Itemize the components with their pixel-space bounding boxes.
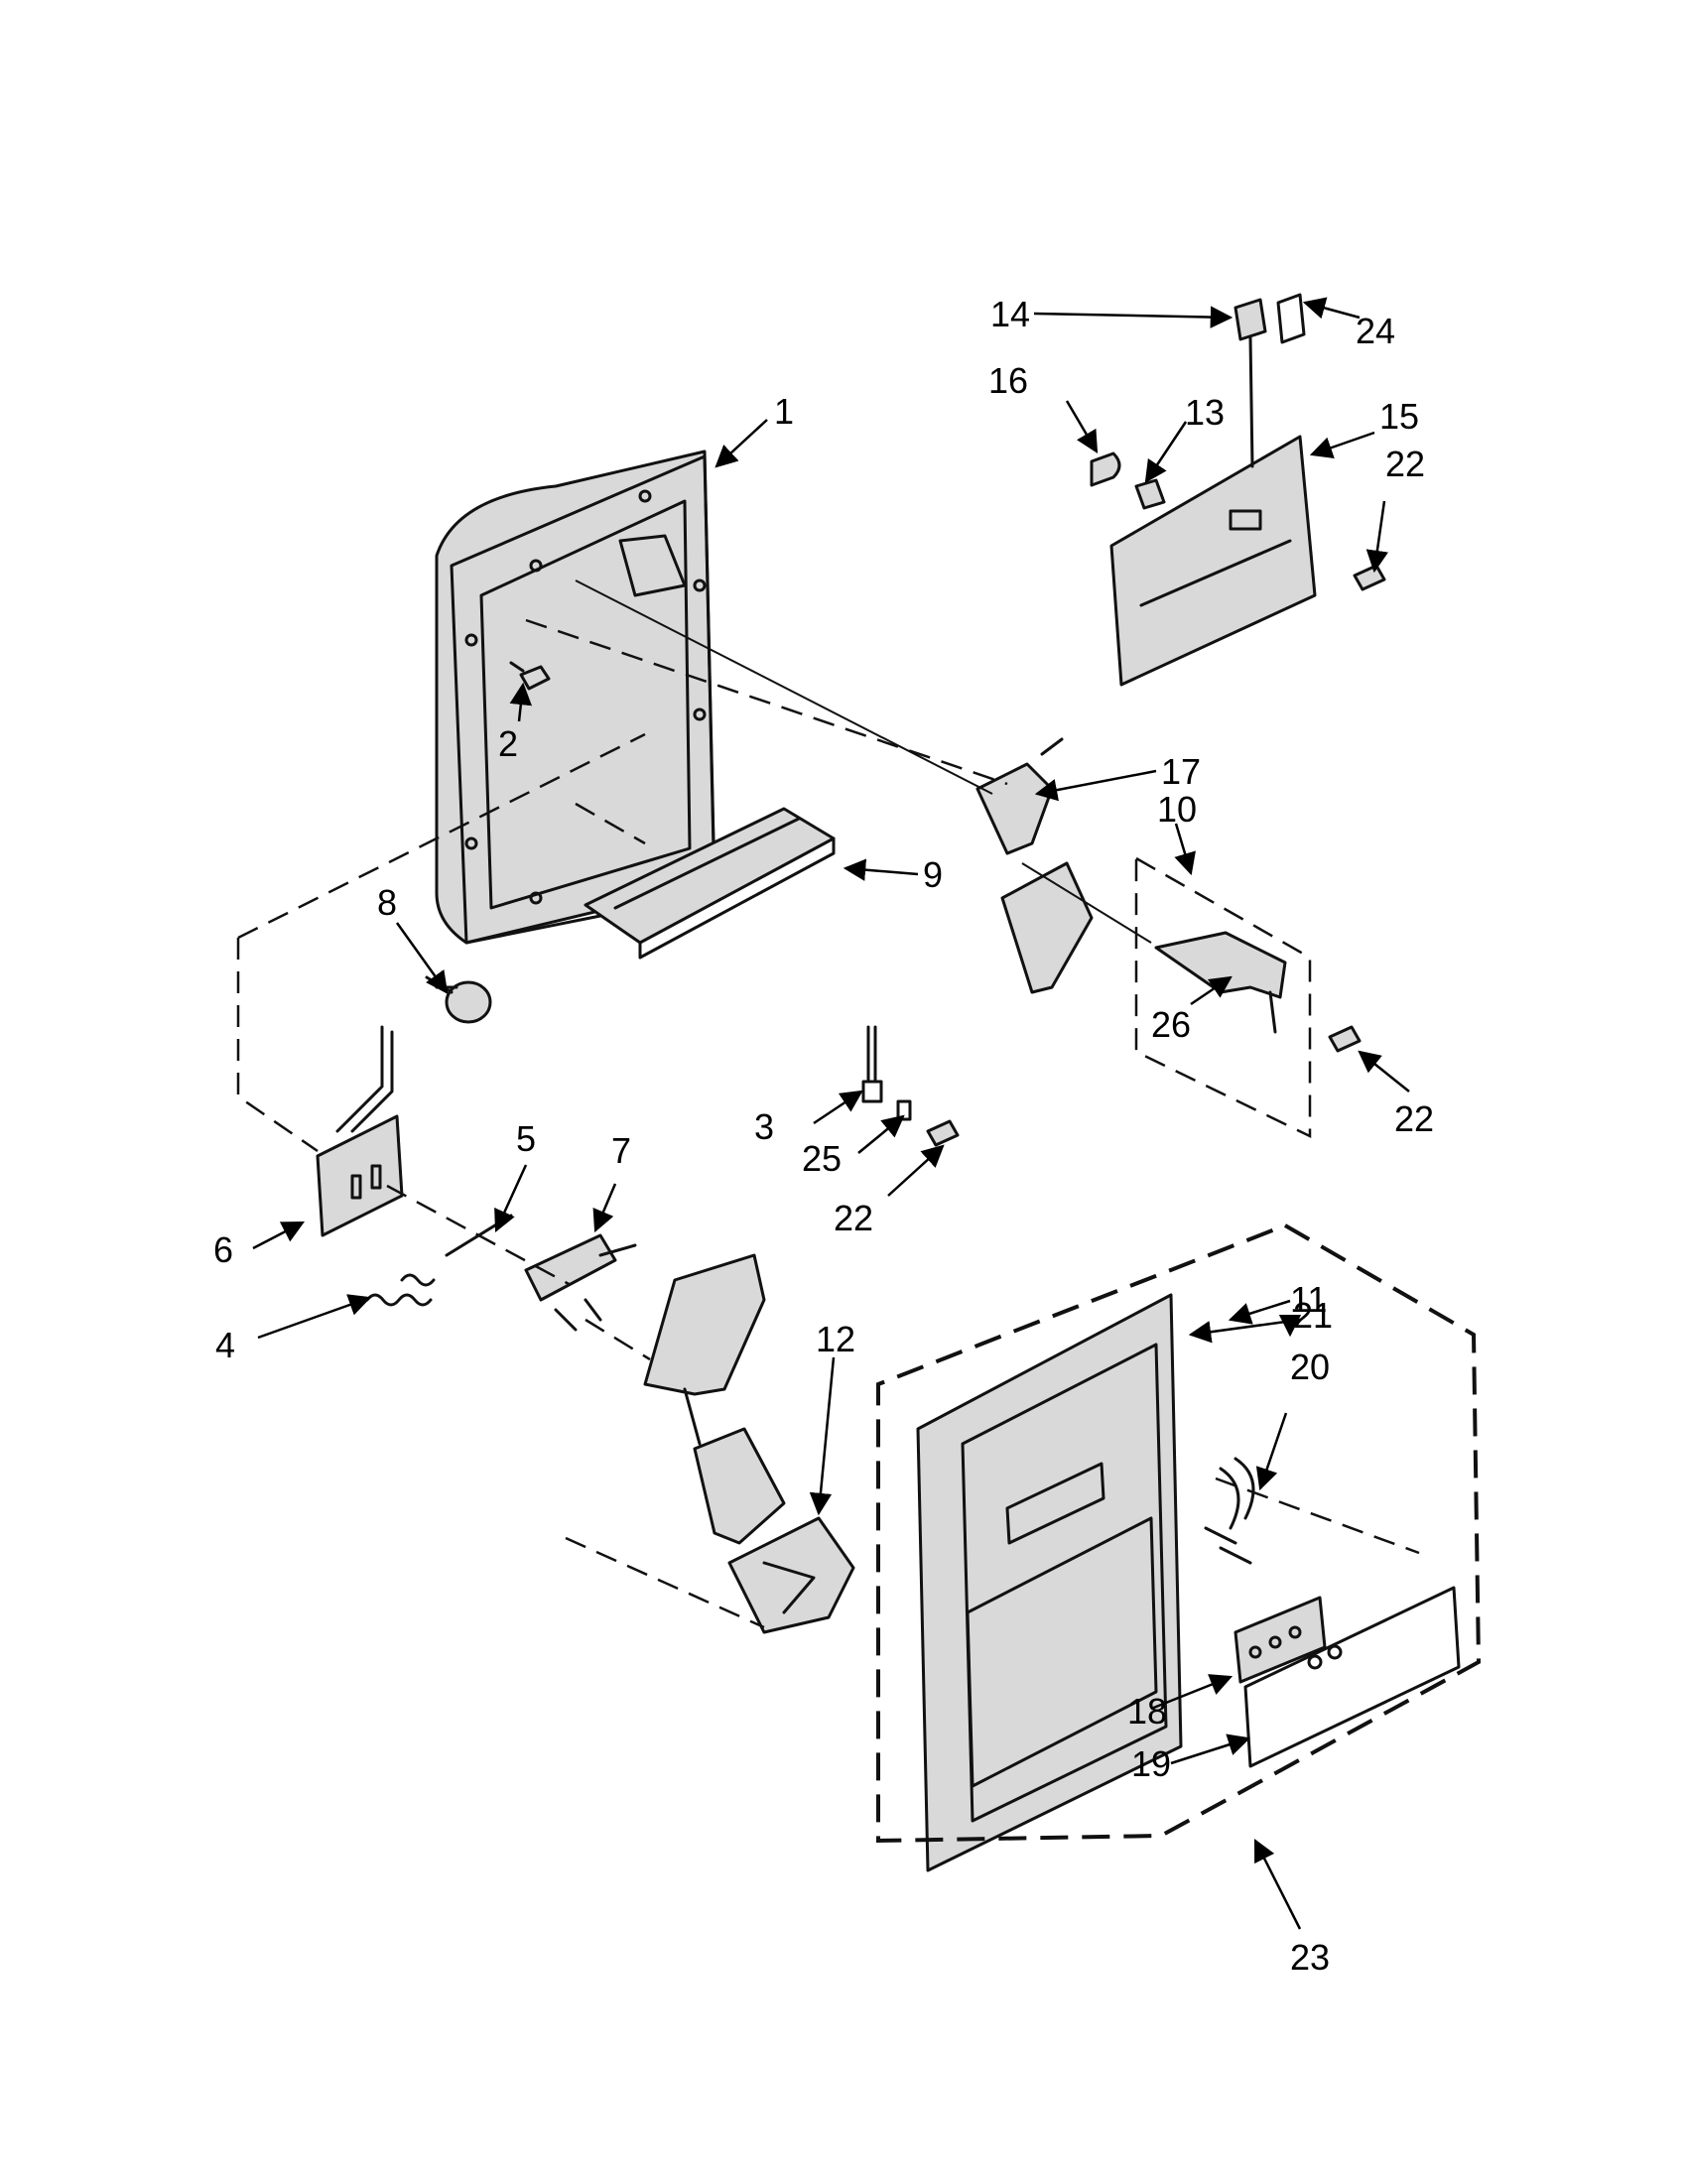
part-16-bulb [1090,451,1121,487]
callout-22-a: 22 [834,1198,873,1238]
part-20-harness [1204,1457,1255,1565]
callout-22-b: 22 [1394,1098,1434,1139]
callout-25: 25 [802,1138,842,1179]
part-22-screw-b [1328,1025,1362,1053]
callout-11: 11 [1290,1279,1327,1320]
callout-12: 12 [816,1319,855,1359]
callout-14: 14 [990,294,1030,334]
part-3-clip [861,1025,883,1103]
callout-2: 2 [498,723,518,764]
part-24-pad [1276,293,1306,344]
part-11-lever [643,1253,786,1545]
alignment-solid [575,579,1152,944]
part-15-bracket [1109,435,1317,687]
part-8-plug [425,975,492,1024]
assembly-23-outline [876,1222,1482,1844]
callout-23: 23 [1290,1937,1330,1978]
callout-labels: 1 2 3 4 5 6 7 8 9 10 11 12 13 14 15 16 1… [213,294,1434,1978]
callout-17: 17 [1161,751,1201,792]
callout-9: 9 [923,854,943,895]
callout-24: 24 [1356,311,1395,351]
callout-13: 13 [1185,392,1225,433]
assembly-10-outline [1134,855,1312,1138]
callout-8: 8 [377,882,397,923]
callout-1: 1 [774,391,794,432]
callout-15: 15 [1379,396,1419,437]
callout-16: 16 [988,360,1028,401]
callout-20: 20 [1290,1347,1330,1387]
callout-5: 5 [516,1118,536,1159]
part-17-paddle [975,737,1094,994]
callout-18: 18 [1127,1691,1167,1732]
part-21-panel-bezel [916,1293,1183,1872]
part-7-bracket [524,1233,637,1332]
part-14-switch [1234,298,1267,468]
callout-10: 10 [1157,789,1197,830]
callout-7: 7 [611,1130,631,1171]
part-4-spring [365,1273,436,1307]
callout-26: 26 [1151,1004,1191,1045]
part-12-cup [727,1516,855,1634]
callout-4: 4 [215,1325,235,1365]
part-drip-tray [584,807,836,960]
callout-21: 21 [1293,1295,1333,1336]
callout-3: 3 [754,1106,774,1147]
alignment-lines [236,618,1420,1629]
part-18-control-board [1234,1596,1327,1684]
part-25-shim [896,1099,912,1121]
callout-6: 6 [213,1229,233,1270]
part-22-screw-c [1353,564,1386,591]
part-13-socket [1134,478,1166,510]
leader-lines [252,297,1410,1930]
part-6-box [316,1025,404,1237]
callout-19: 19 [1131,1743,1171,1784]
callout-22-c: 22 [1385,444,1425,484]
part-22-screw-a [926,1119,960,1147]
